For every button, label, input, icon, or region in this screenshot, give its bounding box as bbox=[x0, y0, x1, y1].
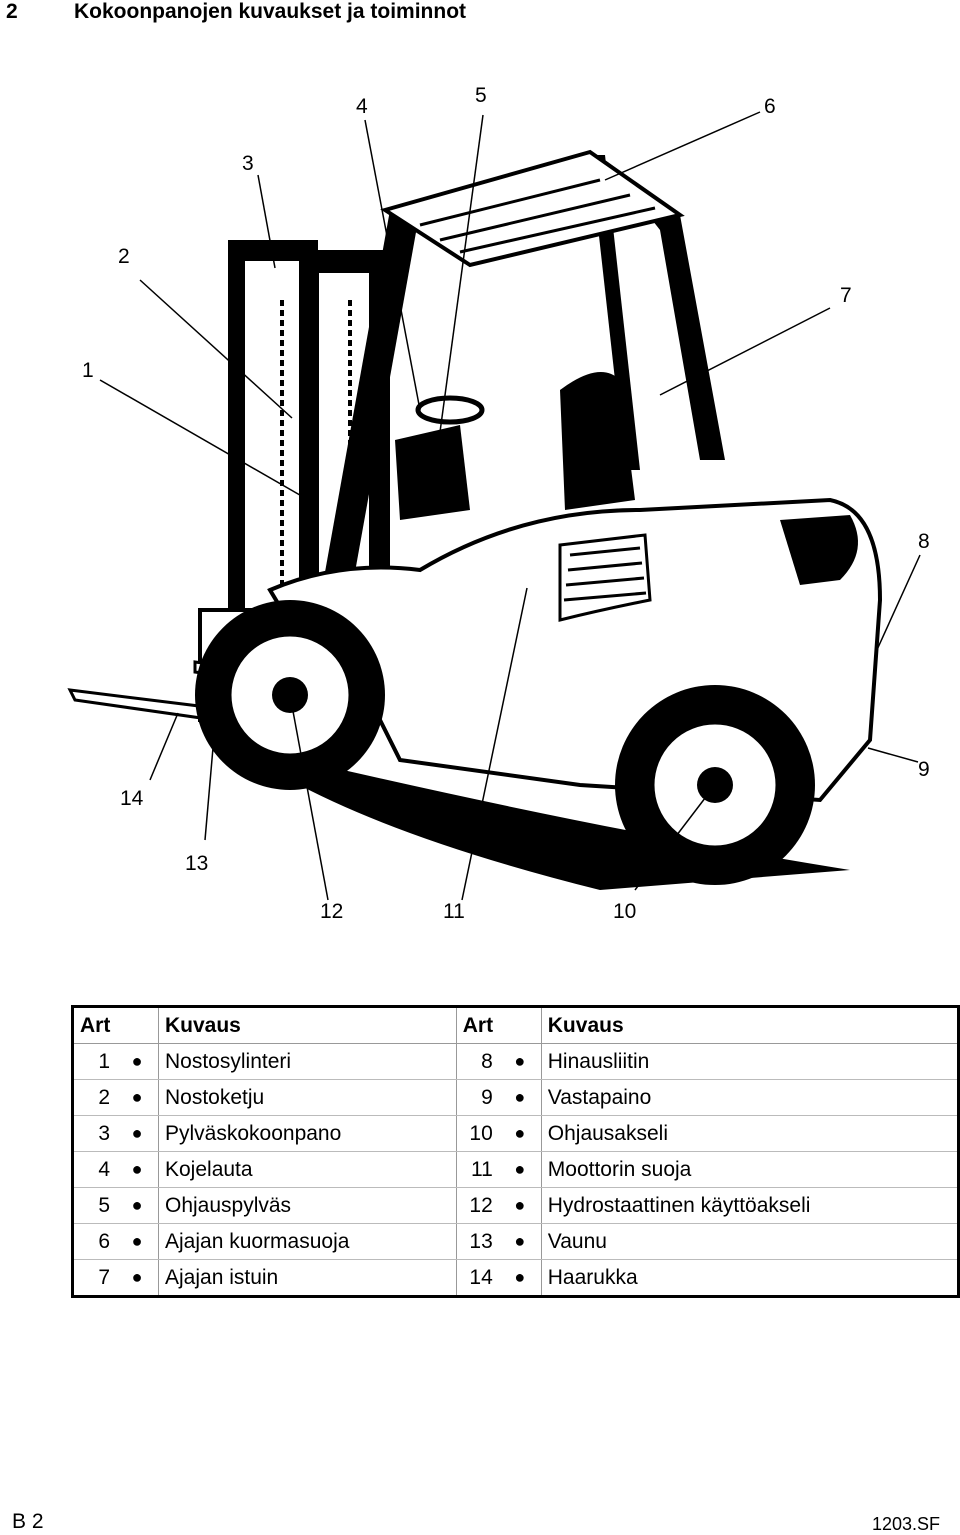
section-title: Kokoonpanojen kuvaukset ja toiminnot bbox=[74, 0, 467, 23]
callout-label: 13 bbox=[185, 852, 208, 875]
table-row: 6 ● Ajajan kuormasuoja 13 ● Vaunu bbox=[72, 1223, 959, 1260]
table-row: 5 ● Ohjauspylväs 12 ● Hydrostaattinen kä… bbox=[72, 1187, 959, 1224]
table-row: 4 ● Kojelauta 11 ● Moottorin suoja bbox=[72, 1151, 959, 1188]
bullet-icon: ● bbox=[116, 1115, 159, 1152]
document-code: 1203.SF bbox=[871, 1514, 940, 1534]
callout-label: 8 bbox=[918, 530, 930, 553]
bullet-icon: ● bbox=[498, 1223, 542, 1260]
bullet-icon: ● bbox=[116, 1187, 159, 1224]
bullet-icon: ● bbox=[498, 1151, 542, 1188]
column-header-desc: Kuvaus bbox=[541, 1006, 959, 1044]
section-number: 2 bbox=[6, 0, 18, 23]
callout-label: 12 bbox=[320, 900, 343, 923]
bullet-icon: ● bbox=[116, 1079, 159, 1116]
bullet-icon: ● bbox=[498, 1187, 542, 1224]
callout-label: 2 bbox=[118, 245, 130, 268]
table-row: 2 ● Nostoketju 9 ● Vastapaino bbox=[72, 1079, 959, 1116]
callout-label: 6 bbox=[764, 95, 776, 118]
bullet-icon: ● bbox=[498, 1259, 542, 1297]
callout-label: 5 bbox=[475, 84, 487, 107]
forklift-illustration: 1 2 3 4 5 6 7 8 9 10 11 12 13 14 bbox=[67, 84, 930, 923]
column-header-art: Art bbox=[455, 1006, 542, 1044]
callout-label: 14 bbox=[120, 787, 144, 810]
column-header-desc: Kuvaus bbox=[158, 1006, 457, 1044]
bullet-icon: ● bbox=[498, 1043, 542, 1080]
table-row: 1 ● Nostosylinteri 8 ● Hinausliitin bbox=[72, 1043, 959, 1080]
page-heading: 2 Kokoonpanojen kuvaukset ja toiminnot bbox=[6, 0, 466, 24]
callout-label: 10 bbox=[613, 900, 636, 923]
bullet-icon: ● bbox=[116, 1223, 159, 1260]
bullet-icon: ● bbox=[116, 1043, 159, 1080]
page-number: B 2 bbox=[12, 1510, 44, 1533]
bullet-icon: ● bbox=[498, 1115, 542, 1152]
bullet-icon: ● bbox=[116, 1151, 159, 1188]
callout-label: 9 bbox=[918, 758, 930, 781]
callout-label: 11 bbox=[443, 900, 465, 923]
callout-label: 1 bbox=[82, 359, 94, 382]
parts-table: Art Kuvaus Art Kuvaus 1 ● Nostosylinteri… bbox=[71, 1005, 960, 1298]
callout-label: 7 bbox=[840, 284, 852, 307]
table-row: 3 ● Pylväskokoonpano 10 ● Ohjausakseli bbox=[72, 1115, 959, 1152]
bullet-icon: ● bbox=[116, 1259, 159, 1297]
callout-label: 4 bbox=[356, 95, 368, 118]
column-header-art: Art bbox=[72, 1006, 159, 1044]
callout-label: 3 bbox=[242, 152, 254, 175]
table-header-row: Art Kuvaus Art Kuvaus bbox=[72, 1006, 959, 1044]
table-row: 7 ● Ajajan istuin 14 ● Haarukka bbox=[72, 1259, 959, 1297]
bullet-icon: ● bbox=[498, 1079, 542, 1116]
